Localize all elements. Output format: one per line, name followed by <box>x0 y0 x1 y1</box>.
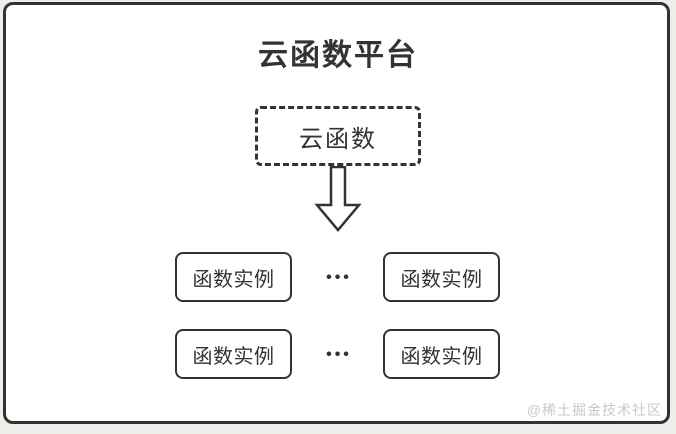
function-instance-label: 函数实例 <box>192 345 275 368</box>
down-arrow-icon <box>314 166 362 232</box>
function-instance-node: 函数实例 <box>175 329 292 379</box>
function-instance-node: 函数实例 <box>175 252 292 302</box>
cloud-function-label: 云函数 <box>299 125 377 153</box>
platform-title: 云函数平台 <box>258 39 418 72</box>
ellipsis-row1: ••• <box>326 269 352 286</box>
function-instance-label: 函数实例 <box>400 268 483 291</box>
watermark: @稀土掘金技术社区 <box>526 402 662 418</box>
ellipsis-row2: ••• <box>326 346 352 363</box>
cloud-function-node: 云函数 <box>255 106 421 166</box>
function-instance-node: 函数实例 <box>383 329 500 379</box>
function-instance-node: 函数实例 <box>383 252 500 302</box>
function-instance-label: 函数实例 <box>400 345 483 368</box>
function-instance-label: 函数实例 <box>192 268 275 291</box>
